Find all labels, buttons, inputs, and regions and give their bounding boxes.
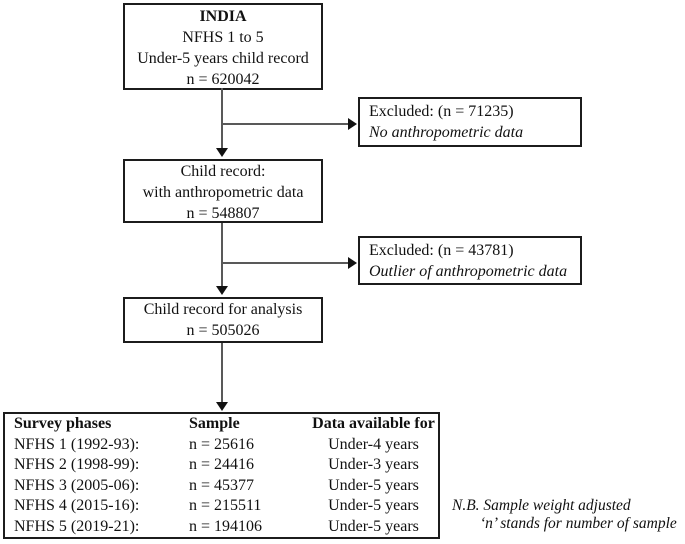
table-row-sample: n = 24416 — [189, 456, 255, 473]
box-india-line1: NFHS 1 to 5 — [182, 29, 264, 46]
table-row-availability: Under-5 years — [328, 517, 419, 535]
table-row-availability: Under-5 years — [328, 497, 419, 514]
table-row-sample: n = 194106 — [189, 517, 263, 535]
excluded2-reason: Outlier of anthropometric data — [369, 263, 568, 280]
table-row-phase: NFHS 2 (1998-99): — [14, 456, 140, 473]
box-excluded-outlier: Excluded: (n = 43781) Outlier of anthrop… — [358, 236, 582, 285]
connector-vertical-2 — [221, 223, 223, 287]
table-row-phase: NFHS 4 (2015-16): — [14, 497, 140, 514]
connector-vertical-1 — [221, 88, 223, 149]
table-row-sample: n = 215511 — [189, 497, 262, 514]
survey-table-grid: Survey phases Sample Data available for … — [5, 414, 438, 537]
box-with-anthropometric-data: Child record: with anthropometric data n… — [123, 159, 323, 223]
table-row-availability: Under-3 years — [328, 456, 419, 473]
box-india-title: INDIA — [199, 8, 247, 25]
arrowhead-right-icon — [348, 118, 357, 130]
arrowhead-right-icon — [348, 257, 357, 269]
arrowhead-down-icon — [216, 148, 228, 157]
table-row-phase: NFHS 1 (1992-93): — [14, 435, 140, 453]
box-india-line2: Under-5 years child record — [137, 50, 309, 67]
excluded1-count: Excluded: (n = 71235) — [369, 103, 514, 120]
box-anthro-line2: with anthropometric data — [142, 184, 304, 201]
box-india-n: n = 620042 — [186, 71, 260, 88]
excluded2-count: Excluded: (n = 43781) — [369, 242, 514, 259]
arrowhead-down-icon — [216, 402, 228, 411]
arrowhead-down-icon — [216, 286, 228, 295]
box-record-for-analysis: Child record for analysis n = 505026 — [123, 297, 323, 343]
box-anthro-line1: Child record: — [180, 163, 266, 180]
box-anthro-n: n = 548807 — [186, 205, 260, 222]
connector-branch-2 — [221, 262, 349, 264]
table-row-sample: n = 25616 — [189, 435, 255, 453]
connector-branch-1 — [221, 123, 349, 125]
survey-phases-table: Survey phases Sample Data available for … — [3, 412, 440, 539]
box-excluded-no-anthropometric: Excluded: (n = 71235) No anthropometric … — [358, 97, 582, 147]
table-header-data-available: Data available for — [312, 415, 435, 432]
box-analysis-n: n = 505026 — [186, 322, 260, 339]
footnote-line2: ‘n’ stands for number of sample — [480, 515, 677, 532]
table-row-phase: NFHS 3 (2005-06): — [14, 476, 140, 494]
table-row-phase: NFHS 5 (2019-21): — [14, 517, 140, 535]
table-header-survey-phases: Survey phases — [14, 415, 112, 432]
connector-vertical-3 — [221, 343, 223, 403]
table-row-availability: Under-4 years — [328, 435, 419, 453]
footnote: N.B. Sample weight adjusted ‘n’ stands f… — [452, 497, 684, 533]
table-row-sample: n = 45377 — [189, 476, 255, 494]
excluded1-reason: No anthropometric data — [369, 124, 524, 141]
table-header-sample: Sample — [189, 415, 240, 432]
box-india-source: INDIA NFHS 1 to 5 Under-5 years child re… — [123, 3, 323, 90]
footnote-line1: N.B. Sample weight adjusted — [452, 497, 631, 514]
box-analysis-line1: Child record for analysis — [143, 301, 303, 318]
table-row-availability: Under-5 years — [328, 476, 419, 494]
